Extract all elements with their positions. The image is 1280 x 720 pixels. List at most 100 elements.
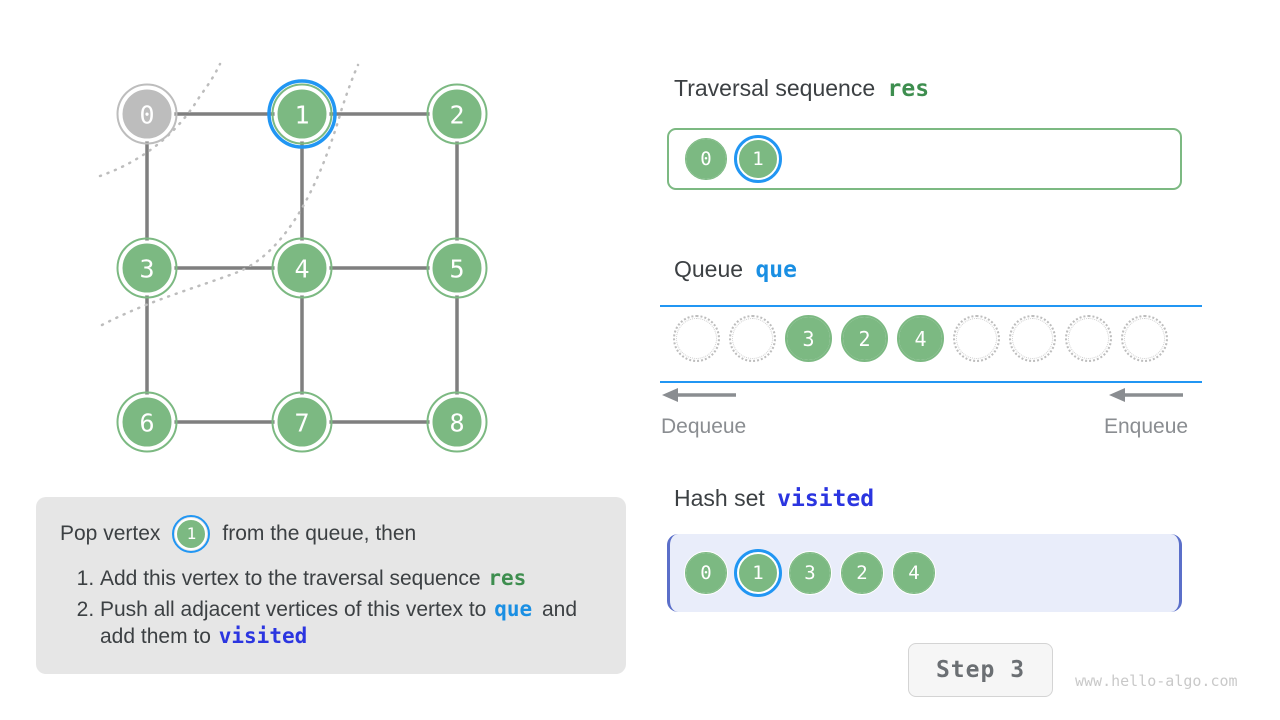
graph-node-7-body: [274, 394, 330, 450]
graph-node-6-body: [119, 394, 175, 450]
enqueue-arrow-icon: [1109, 388, 1183, 402]
step1-text: Add this vertex to the traversal sequenc…: [100, 567, 487, 590]
step2-text-b: and add them to: [100, 597, 578, 649]
traversal-sequence-title: Traversal sequence res: [674, 75, 929, 102]
visited-item-4-label: 4: [908, 562, 920, 584]
graph-node-5[interactable]: 5: [426, 237, 488, 299]
graph-node-0-body: [119, 86, 175, 142]
graph-node-4-label: 4: [294, 255, 309, 284]
dequeue-label: Dequeue: [661, 415, 747, 438]
traversal-title-text: Traversal sequence: [674, 75, 876, 101]
graph-node-1-body: [274, 86, 330, 142]
graph-node-2-body: [429, 86, 485, 142]
visited-item-3-label: 2: [856, 562, 868, 584]
watermark: www.hello-algo.com: [1075, 672, 1238, 690]
queue-slot-0: [673, 315, 720, 362]
queue-slot-2: 3: [785, 315, 832, 362]
graph-node-8[interactable]: 8: [426, 391, 488, 453]
explanation-step-2: Push all adjacent vertices of this verte…: [100, 596, 602, 651]
visited-item-0-label: 0: [700, 562, 712, 584]
visited-item-1: 1: [734, 549, 782, 597]
step2-text-a: Push all adjacent vertices of this verte…: [100, 597, 493, 621]
graph-node-6-outline: [116, 391, 178, 453]
graph-node-4-outline: [271, 237, 333, 299]
queue-title: Queue que: [674, 256, 797, 283]
queue-line-top: [660, 305, 1202, 307]
graph-node-1-label: 1: [294, 101, 309, 130]
queue-slot-3: 2: [841, 315, 888, 362]
graph-node-7[interactable]: 7: [271, 391, 333, 453]
queue-slot-7: [1065, 315, 1112, 362]
graph-lattice-svg: 0 1 2 3 4 5 6 7 8: [98, 62, 488, 453]
visited-item-2: 3: [788, 551, 832, 595]
visited-item-0: 0: [684, 551, 728, 595]
graph-node-6[interactable]: 6: [116, 391, 178, 453]
explanation-step-1: Add this vertex to the traversal sequenc…: [100, 565, 602, 593]
bfs-frontier-curves: [98, 62, 360, 327]
traversal-title-code: res: [887, 76, 930, 102]
graph-node-8-body: [429, 394, 485, 450]
explanation-suffix: from the queue, then: [222, 522, 417, 546]
graph-node-3-outline: [116, 237, 178, 299]
graph-node-5-label: 5: [449, 255, 464, 284]
graph-node-3-label: 3: [139, 255, 154, 284]
queue-slots: 3 2 4: [673, 315, 1168, 362]
graph-node-3[interactable]: 3: [116, 237, 178, 299]
inline-vertex-label: 1: [186, 524, 197, 544]
queue-slot-5: [953, 315, 1000, 362]
visited-item-1-label: 1: [752, 562, 764, 584]
frontier-curve-level1: [98, 62, 222, 178]
graph-node-1-outline: [271, 83, 333, 145]
queue-title-text: Queue: [674, 256, 744, 282]
queue-slot-4-label: 4: [914, 326, 927, 351]
graph-node-2-outline: [426, 83, 488, 145]
inline-vertex-token: 1: [172, 515, 211, 553]
graph-panel: 0 1 2 3 4 5 6 7 8: [0, 0, 640, 480]
graph-node-5-body: [429, 240, 485, 296]
explanation-prefix: Pop vertex: [60, 522, 161, 546]
inline-vertex-body: [175, 518, 208, 550]
graph-node-4-body: [274, 240, 330, 296]
inline-vertex-highlight-ring: [172, 515, 211, 553]
queue-line-bottom: [660, 381, 1202, 383]
visited-title-text: Hash set: [674, 485, 765, 511]
queue-slot-4: 4: [897, 315, 944, 362]
step2-code-visited: visited: [218, 624, 308, 649]
traversal-item-1: 1: [734, 135, 782, 183]
graph-node-0[interactable]: 0: [116, 83, 178, 145]
graph-node-8-label: 8: [449, 409, 464, 438]
graph-node-6-label: 6: [139, 409, 154, 438]
graph-node-1-highlight-ring: [267, 79, 337, 149]
queue-slot-8: [1121, 315, 1168, 362]
visited-item-4: 4: [892, 551, 936, 595]
traversal-item-1-label: 1: [752, 148, 764, 170]
traversal-item-0: 0: [684, 137, 728, 181]
queue-slot-2-label: 3: [802, 326, 815, 351]
visited-title-code: visited: [777, 486, 875, 512]
explanation-steps: Add this vertex to the traversal sequenc…: [60, 565, 602, 651]
visited-set-box: 0 1 3 2 4: [667, 534, 1182, 612]
visited-item-2-label: 3: [804, 562, 816, 584]
step-badge: Step 3: [908, 643, 1053, 697]
queue-title-code: que: [755, 257, 797, 283]
enqueue-label: Enqueue: [1104, 415, 1189, 438]
queue-slot-1: [729, 315, 776, 362]
graph-node-1[interactable]: 1: [267, 79, 337, 149]
graph-node-5-outline: [426, 237, 488, 299]
graph-node-2[interactable]: 2: [426, 83, 488, 145]
graph-node-7-label: 7: [294, 409, 309, 438]
explanation-box: Pop vertex 1 from the queue, then Add th…: [36, 497, 626, 675]
graph-node-3-body: [119, 240, 175, 296]
traversal-item-0-label: 0: [700, 148, 712, 170]
graph-node-4[interactable]: 4: [271, 237, 333, 299]
step1-code-res: res: [488, 566, 527, 590]
graph-node-2-label: 2: [449, 101, 464, 130]
graph-node-0-outline: [116, 83, 178, 145]
explanation-headline: Pop vertex 1 from the queue, then: [60, 515, 602, 553]
queue-slot-3-label: 2: [858, 326, 871, 351]
step2-code-que: que: [494, 596, 533, 621]
visited-item-3: 2: [840, 551, 884, 595]
visited-title: Hash set visited: [674, 485, 874, 512]
